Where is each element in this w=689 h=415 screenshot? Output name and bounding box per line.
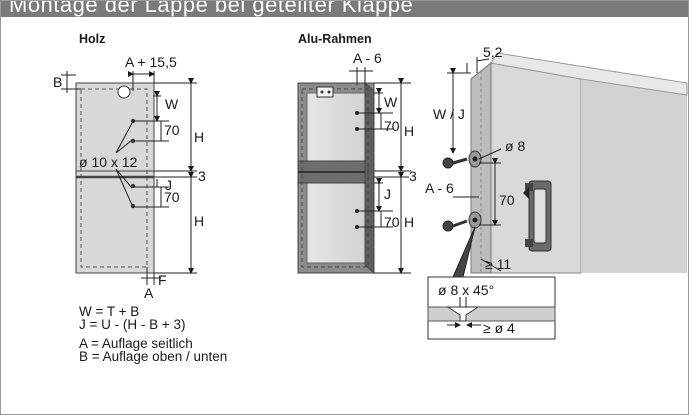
holz-label-f: F (158, 272, 167, 288)
detail-label-bottom: ≥ ø 4 (483, 320, 515, 336)
alu-label-h-top: H (404, 123, 414, 139)
holz-label-70-bottom: 70 (164, 189, 180, 205)
persp-dia8-leader (478, 148, 502, 160)
holz-label-diameter: ø 10 x 12 (79, 154, 138, 170)
formula-a: A = Auflage seitlich (79, 336, 193, 351)
alu-label-70-bottom: 70 (384, 214, 400, 230)
detail-label-top: ø 8 x 45° (438, 282, 494, 298)
header-bar: Montage der Lappe bei geteilter Klappe (1, 1, 688, 17)
holz-title: Holz (79, 32, 105, 46)
alu-title: Alu-Rahmen (298, 32, 372, 46)
formula-b: B = Auflage oben / unten (79, 349, 228, 364)
formula-w: W = T + B (79, 304, 140, 319)
holz-label-h-top: H (194, 129, 204, 145)
holz-label-3: 3 (198, 168, 206, 184)
persp-label-dia8: ø 8 (505, 138, 525, 154)
alu-label-70-top: 70 (384, 118, 400, 134)
alu-hinge-dot (327, 90, 331, 94)
alu-label-j: J (384, 186, 391, 202)
persp-52-dim (476, 58, 490, 62)
alu-hinge-dot (320, 90, 324, 94)
holz-label-b: B (53, 74, 62, 90)
alu-label-3: 3 (409, 168, 417, 184)
alu-edge (364, 81, 375, 275)
persp-11-leader (480, 258, 502, 272)
persp-label-70: 70 (499, 192, 515, 208)
holz-leader (115, 122, 133, 154)
holz-leader (115, 168, 133, 206)
alu-label-h-bottom: H (404, 214, 414, 230)
door-handle (525, 180, 552, 252)
holz-label-a: A (144, 285, 154, 301)
persp-label-wj: W / J (433, 106, 465, 122)
door-panel-face (491, 63, 687, 273)
holz-label-70-top: 70 (164, 122, 180, 138)
alu-label-w: W (384, 94, 398, 110)
header-title: Montage der Lappe bei geteilter Klappe (9, 1, 414, 17)
formula-j: J = U - (H - B + 3) (79, 317, 186, 332)
holz-dim-top-label: A + 15,5 (125, 54, 177, 70)
alu-dim-top-label: A - 6 (353, 50, 382, 66)
persp-label-a6: A - 6 (425, 180, 454, 196)
holz-leader (115, 168, 133, 189)
hinge-plate (468, 150, 482, 168)
alu-inner-outline (301, 88, 369, 268)
alu-upper-glass (306, 92, 366, 162)
alu-lower-glass (306, 182, 366, 264)
holz-label-j: J (165, 177, 172, 193)
perspective-drawing: 5,2 W / J ø 8 70 A - 6 ≥ 11 (425, 44, 688, 340)
screw-icon (442, 157, 468, 169)
persp-arrow-icon (523, 187, 529, 199)
detail-box (427, 276, 556, 340)
holz-label-h-bottom: H (194, 213, 204, 229)
persp-label-11: ≥ 11 (485, 256, 511, 272)
holz-label-w: W (165, 96, 179, 112)
screw-icon (442, 219, 468, 232)
holz-drawing: Holz A + 15,5 (53, 32, 206, 301)
door-top-edge (490, 52, 688, 96)
holz-leader (115, 139, 133, 154)
holz-hinge-circle (117, 85, 131, 99)
hinge-plate (468, 211, 482, 229)
persp-label-52: 5,2 (483, 44, 503, 60)
alu-drawing: Alu-Rahmen A - 6 (297, 32, 417, 275)
alu-hinge-cutout (316, 86, 334, 98)
